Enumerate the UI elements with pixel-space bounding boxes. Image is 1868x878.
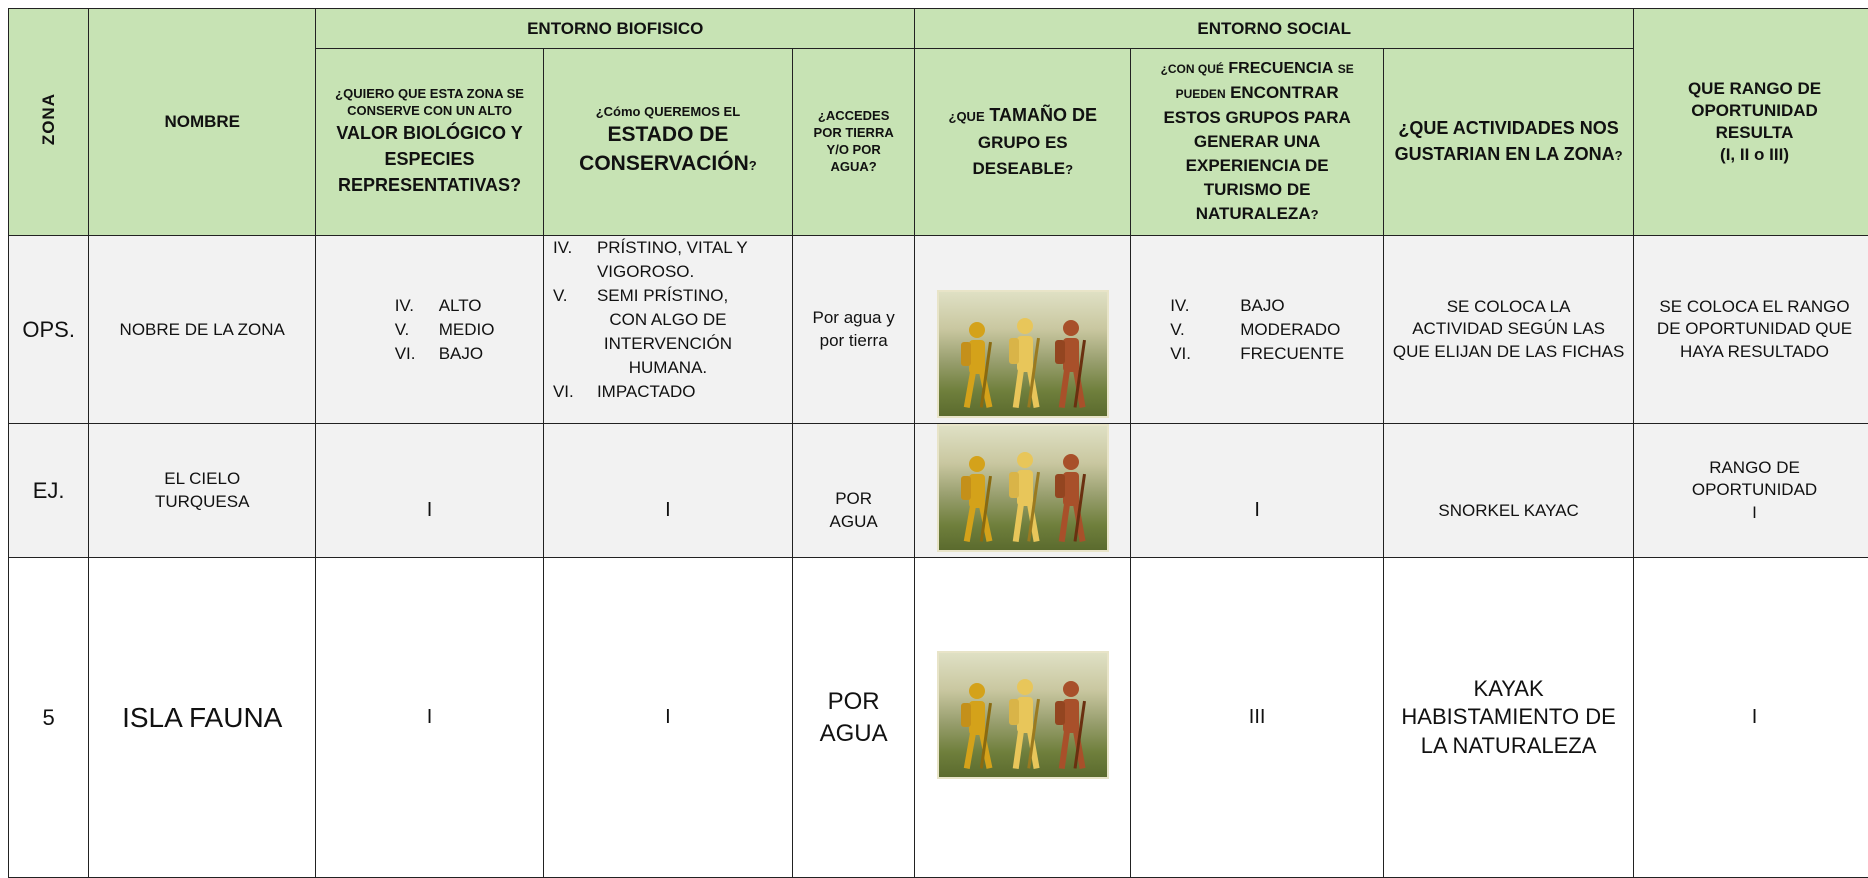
header-estado-conservacion: ¿Cómo QUEREMOS EL ESTADO DE CONSERVACIÓN…	[543, 49, 792, 236]
rango-cell: RANGO DE OPORTUNIDAD I	[1634, 424, 1868, 558]
rango-cell: SE COLOCA EL RANGO DE OPORTUNIDAD QUE HA…	[1634, 236, 1868, 424]
nombre-cell: NOBRE DE LA ZONA	[89, 236, 316, 424]
actividades-cell: SNORKEL KAYAC	[1384, 424, 1634, 558]
acceso-cell: Por agua y por tierra	[792, 236, 914, 424]
zona-cell: EJ.	[9, 424, 89, 558]
actividades-cell: KAYAK HABISTAMIENTO DE LA NATURALEZA	[1384, 558, 1634, 878]
table-row: OPS. NOBRE DE LA ZONA IV.ALTO V.MEDIO VI…	[9, 236, 1868, 424]
zona-cell: OPS.	[9, 236, 89, 424]
header-actividades: ¿QUE ACTIVIDADES NOS GUSTARIAN EN LA ZON…	[1384, 49, 1634, 236]
rango-cell: I	[1634, 558, 1868, 878]
acceso-cell: POR AGUA	[792, 424, 914, 558]
hikers-image	[937, 651, 1109, 779]
header-rango-oportunidad: QUE RANGO DE OPORTUNIDAD RESULTA (I, II …	[1634, 9, 1868, 236]
header-entorno-biofisico: ENTORNO BIOFISICO	[316, 9, 915, 49]
hiker-icon	[961, 683, 992, 769]
tamano-grupo-cell	[915, 424, 1131, 558]
tamano-grupo-cell	[915, 236, 1131, 424]
nombre-cell: EL CIELO TURQUESA	[89, 424, 316, 558]
valor-cell: I	[316, 558, 544, 878]
frecuencia-cell: I	[1131, 424, 1384, 558]
zona-cell: 5	[9, 558, 89, 878]
frecuencia-cell: IV.BAJO V.MODERADO VI.FRECUENTE	[1131, 236, 1384, 424]
header-acceso: ¿ACCEDES POR TIERRA Y/O POR AGUA?	[792, 49, 914, 236]
hiker-icon	[961, 322, 992, 408]
nombre-cell: ISLA FAUNA	[89, 558, 316, 878]
valor-cell: I	[316, 424, 544, 558]
header-entorno-social: ENTORNO SOCIAL	[915, 9, 1634, 49]
hikers-image	[937, 290, 1109, 418]
table-row: 5 ISLA FAUNA I I POR AGUA III KAYAK HABI…	[9, 558, 1868, 878]
header-frecuencia: ¿CON QUÉ FRECUENCIA SE PUEDEN ENCONTRAR …	[1131, 49, 1384, 236]
header-zona: ZONA	[9, 9, 89, 236]
hiker-icon	[961, 456, 992, 542]
valor-cell: IV.ALTO V.MEDIO VI.BAJO	[316, 236, 544, 424]
header-valor-biologico: ¿QUIERO QUE ESTA ZONA SE CONSERVE CON UN…	[316, 49, 544, 236]
estado-cell: IV.PRÍSTINO, VITAL Y VIGOROSO. V.SEMI PR…	[543, 236, 792, 424]
estado-cell: I	[543, 558, 792, 878]
estado-cell: I	[543, 424, 792, 558]
acceso-cell: POR AGUA	[792, 558, 914, 878]
table-row: EJ. EL CIELO TURQUESA I I POR AGUA I SNO…	[9, 424, 1868, 558]
hikers-image	[937, 424, 1109, 552]
zoning-table: ZONA NOMBRE ENTORNO BIOFISICO ENTORNO SO…	[8, 8, 1868, 878]
tamano-grupo-cell	[915, 558, 1131, 878]
frecuencia-cell: III	[1131, 558, 1384, 878]
header-nombre: NOMBRE	[89, 9, 316, 236]
header-tamano-grupo: ¿QUE TAMAÑO DE GRUPO ES DESEABLE?	[915, 49, 1131, 236]
actividades-cell: SE COLOCA LA ACTIVIDAD SEGÚN LAS QUE ELI…	[1384, 236, 1634, 424]
